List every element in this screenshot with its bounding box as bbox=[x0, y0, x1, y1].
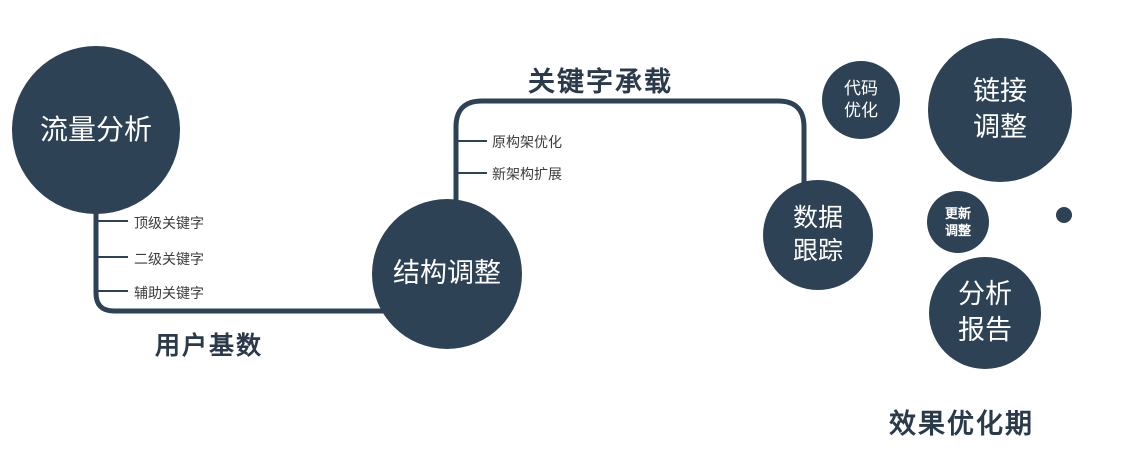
bullet-dot bbox=[1056, 207, 1072, 223]
footer-phase-label: 效果优化期 bbox=[889, 409, 1034, 439]
node-analysis-report: 分析 报告 bbox=[929, 257, 1041, 369]
branch-label-secondary-keyword: 二级关键字 bbox=[134, 251, 204, 267]
node-label-line1: 数据 bbox=[792, 204, 843, 232]
node-update-adjust: 更新 调整 bbox=[927, 191, 989, 253]
branch-label-arch-optimize: 原构架优化 bbox=[492, 134, 562, 150]
node-data-tracking: 数据 跟踪 bbox=[763, 180, 873, 290]
branch-label-auxiliary-keyword: 辅助关键字 bbox=[134, 285, 204, 301]
node-label-line1: 分析 bbox=[958, 279, 1012, 310]
node-label-line2: 跟踪 bbox=[792, 237, 843, 265]
node-label: 结构调整 bbox=[393, 258, 501, 289]
branch-label-arch-expand: 新架构扩展 bbox=[492, 166, 562, 182]
node-label: 流量分析 bbox=[39, 113, 152, 145]
node-label-line2: 优化 bbox=[844, 101, 878, 120]
edge-label-user-base: 用户基数 bbox=[155, 332, 264, 360]
branch-label-top-keyword: 顶级关键字 bbox=[134, 215, 204, 231]
node-code-optimization: 代码 优化 bbox=[822, 61, 900, 139]
node-traffic-analysis: 流量分析 bbox=[12, 46, 180, 214]
node-label-line1: 代码 bbox=[844, 78, 878, 98]
node-label-line2: 调整 bbox=[973, 112, 1027, 142]
node-link-adjust: 链接 调整 bbox=[928, 38, 1072, 182]
node-label-line2: 调整 bbox=[944, 223, 971, 238]
edge-label-keyword-bearing: 关键字承载 bbox=[528, 67, 673, 97]
connector-structure-to-data bbox=[453, 98, 807, 210]
node-label-line1: 更新 bbox=[944, 205, 971, 221]
node-label-line2: 报告 bbox=[958, 315, 1012, 345]
node-structure-adjust: 结构调整 bbox=[372, 199, 522, 349]
connector-traffic-to-structure bbox=[93, 188, 420, 314]
node-label-line1: 链接 bbox=[973, 76, 1027, 107]
